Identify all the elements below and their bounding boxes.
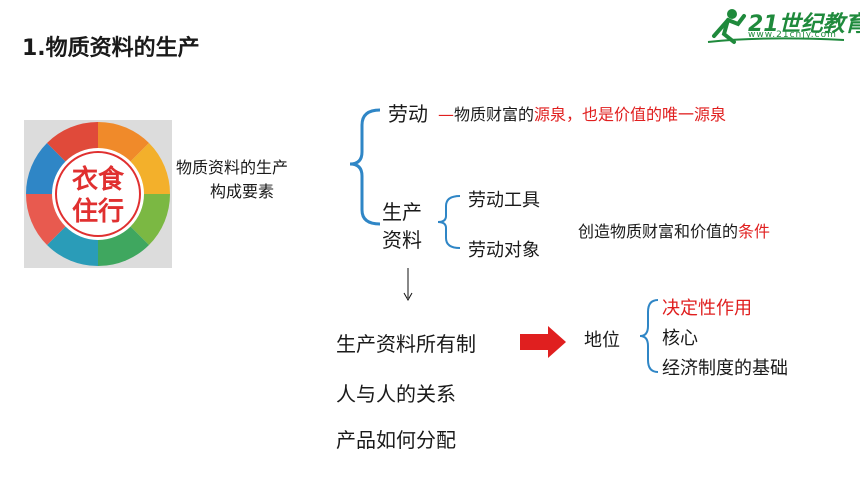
logo-subtext: www.21cnjy.com bbox=[748, 30, 837, 40]
logo-text: 21世纪教育 bbox=[748, 12, 860, 37]
status-item-decisive: 决定性作用 bbox=[662, 298, 752, 319]
status-label: 地位 bbox=[584, 330, 620, 351]
means-label-line1: 生产 bbox=[382, 200, 422, 224]
wheel-text-line1: 衣食 bbox=[72, 164, 125, 195]
page-title: 1.物质资料的生产 bbox=[22, 36, 200, 61]
labor-description-red: 源泉，也是价值的唯一源泉 bbox=[534, 105, 727, 124]
labor-tool: 劳动工具 bbox=[468, 190, 540, 211]
status-item-core: 核心 bbox=[662, 328, 698, 349]
means-description-red: 条件 bbox=[738, 222, 771, 241]
factors-label-line1: 物质资料的生产 bbox=[176, 158, 289, 177]
labor-description-prefix: 物质财富的 bbox=[454, 105, 535, 124]
means-description: 创造物质财富和价值的条件 bbox=[578, 218, 770, 242]
wheel-text-line2: 住行 bbox=[72, 196, 124, 227]
status-item-foundation: 经济制度的基础 bbox=[662, 358, 788, 379]
labor-description: —物质财富的源泉，也是价值的唯一源泉 bbox=[438, 105, 727, 124]
means-label-line2: 资料 bbox=[382, 228, 422, 252]
relation-label: 人与人的关系 bbox=[336, 382, 456, 406]
means-description-prefix: 创造物质财富和价值的 bbox=[578, 222, 739, 241]
labor-object: 劳动对象 bbox=[468, 240, 540, 261]
labor-label: 劳动 bbox=[388, 102, 428, 126]
logo-runner-icon bbox=[707, 9, 845, 44]
factors-label-line2: 构成要素 bbox=[210, 182, 275, 201]
clothing-food-housing-transport-wheel: 衣食 住行 bbox=[24, 120, 172, 268]
ownership-label: 生产资料所有制 bbox=[336, 332, 476, 356]
distribution-label: 产品如何分配 bbox=[336, 428, 456, 452]
